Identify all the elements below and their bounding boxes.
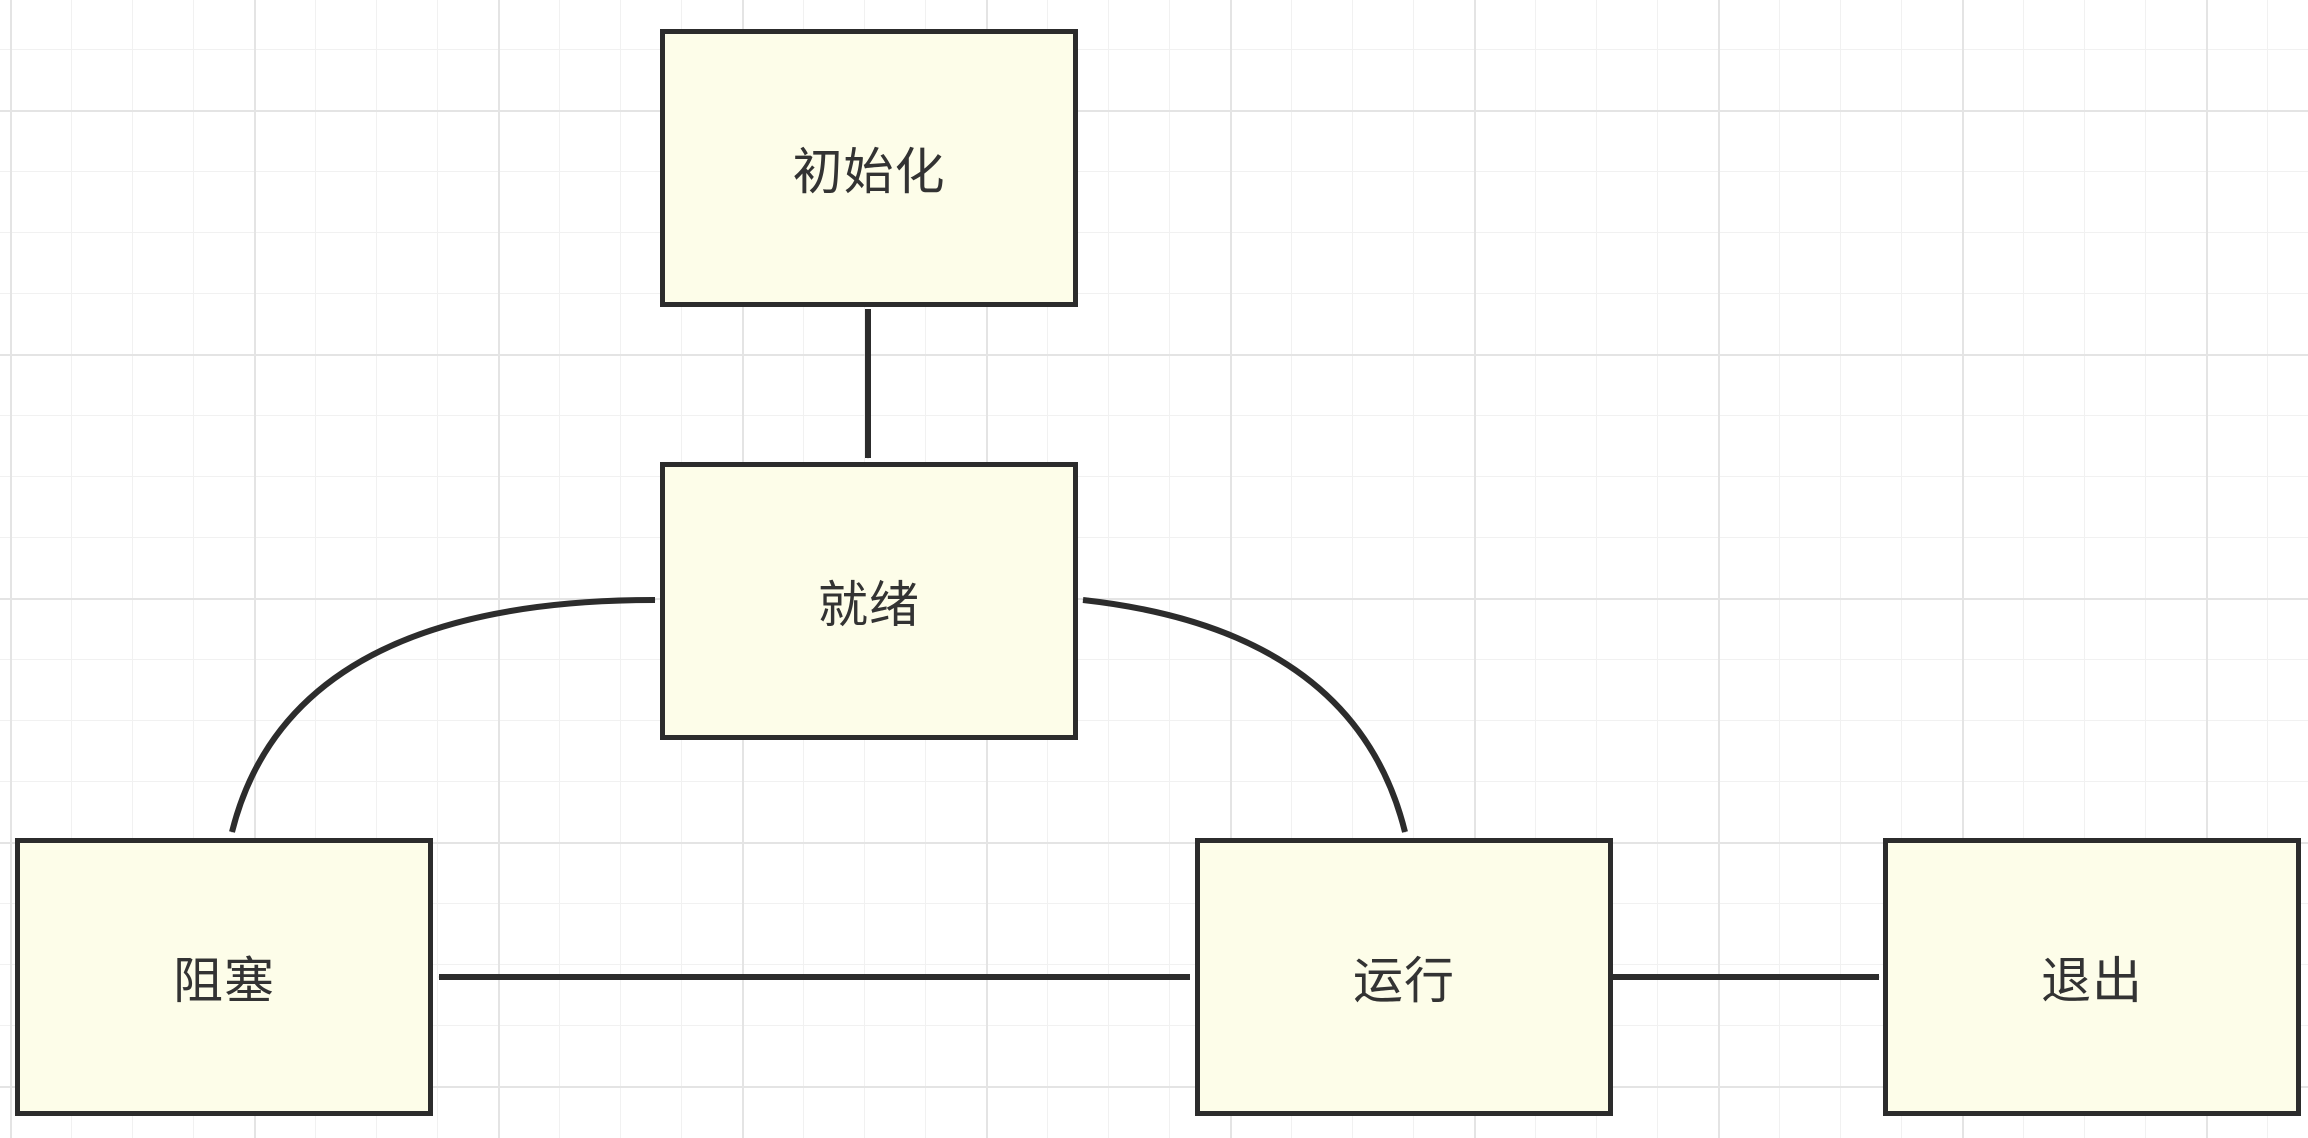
edge-ready-running xyxy=(1082,597,1408,833)
state-label-running: 运行 xyxy=(1353,952,1455,1010)
state-label-exit: 退出 xyxy=(2041,952,2143,1010)
state-node-running: 运行 xyxy=(1195,838,1613,1116)
state-node-init: 初始化 xyxy=(660,29,1078,307)
state-node-ready: 就绪 xyxy=(660,462,1078,740)
state-label-ready: 就绪 xyxy=(818,576,920,634)
edge-ready-blocked xyxy=(229,597,656,833)
state-label-blocked: 阻塞 xyxy=(173,952,275,1010)
state-node-exit: 退出 xyxy=(1883,838,2301,1116)
state-label-init: 初始化 xyxy=(792,143,946,201)
state-node-blocked: 阻塞 xyxy=(15,838,433,1116)
